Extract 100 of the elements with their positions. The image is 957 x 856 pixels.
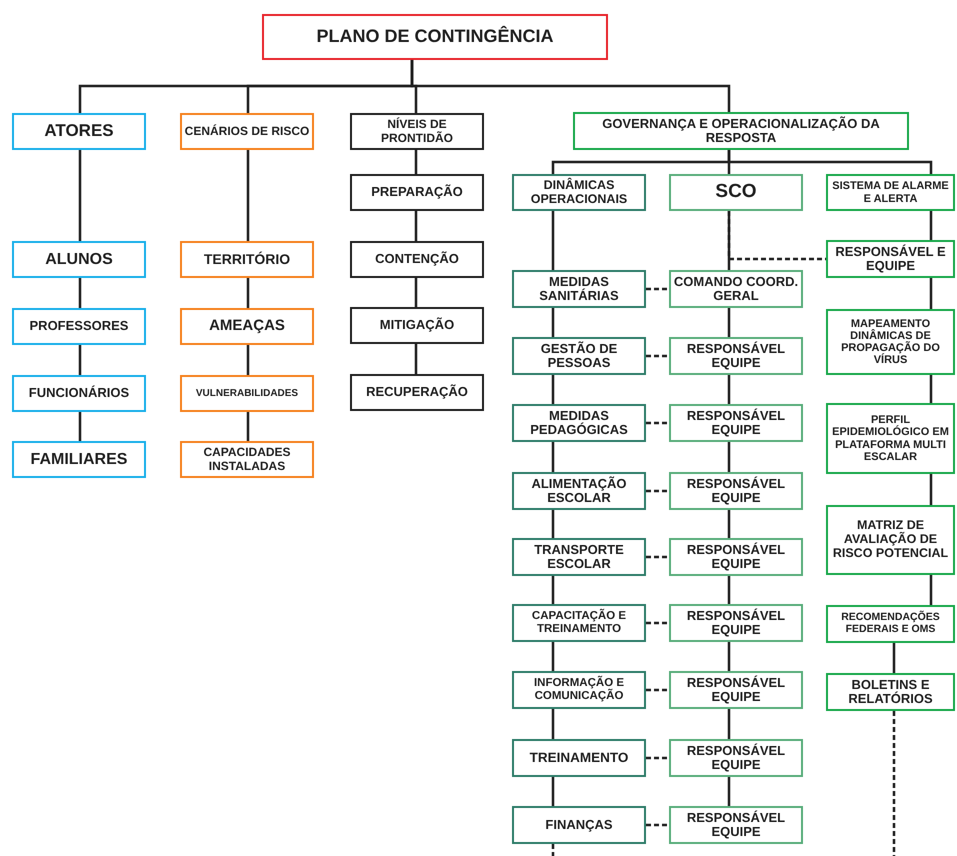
org-box [512, 739, 646, 777]
org-box [512, 806, 646, 844]
connector-line [728, 576, 730, 604]
org-box [826, 505, 955, 575]
box-label: RESPONSÁVEL EQUIPE [686, 408, 786, 438]
title-box [262, 14, 608, 60]
dashed-connector [646, 354, 669, 358]
org-box [669, 604, 803, 642]
org-box [350, 113, 484, 150]
box-label: SCO [715, 182, 757, 203]
connector-line [78, 278, 82, 308]
connector-line [552, 777, 554, 806]
box-label: RESPONSÁVEL EQUIPE [686, 608, 786, 638]
connector-line [552, 211, 554, 270]
connector-line [552, 709, 554, 739]
org-box [180, 308, 314, 345]
box-label: FUNCIONÁRIOS [28, 386, 130, 401]
connector-line [930, 211, 932, 240]
org-box [826, 403, 955, 474]
org-box [12, 441, 146, 478]
org-box [669, 739, 803, 777]
connector-line [892, 643, 896, 673]
connector-line [552, 375, 554, 404]
box-label: PERFIL EPIDEMIOLÓGICO EM PLATAFORMA MULTI ESCALAR [831, 414, 950, 463]
box-label: DINÂMICAS OPERACIONAIS [530, 178, 628, 206]
connector-line [552, 510, 554, 538]
box-label: GOVERNANÇA E OPERACIONALIZAÇÃO DA RESPOSTA [601, 116, 881, 146]
connector-line [246, 345, 250, 375]
org-box [669, 337, 803, 375]
box-label: PROFESSORES [30, 319, 128, 334]
box-label: GESTÃO DE PESSOAS [540, 342, 618, 370]
org-box [669, 806, 803, 844]
org-box [512, 671, 646, 709]
org-box [12, 375, 146, 412]
box-label: MEDIDAS PEDAGÓGICAS [529, 408, 629, 438]
box-label: BOLETINS E RELATÓRIOS [847, 678, 934, 706]
box-label: RESPONSÁVEL EQUIPE [686, 744, 786, 772]
box-label: FAMILIARES [30, 450, 128, 468]
org-box [826, 174, 955, 211]
connector-line [930, 575, 932, 605]
box-label: CAPACITAÇÃO E TREINAMENTO [530, 610, 628, 636]
org-box [350, 174, 484, 211]
connector-line [930, 474, 932, 505]
connector-line [728, 375, 730, 404]
org-box [180, 441, 314, 478]
box-label: ATORES [44, 122, 114, 141]
connector-line [414, 150, 418, 174]
org-box [12, 113, 146, 150]
dashed-connector [646, 422, 669, 424]
connector-line [552, 642, 554, 671]
box-label: MITIGAÇÃO [380, 318, 454, 333]
connector-line [728, 642, 730, 671]
dashed-connector [892, 711, 896, 856]
connector-line [414, 344, 418, 374]
connector-line [930, 278, 932, 309]
org-box [669, 671, 803, 709]
org-box [826, 605, 955, 643]
connector-line [552, 576, 554, 604]
box-label: RECUPERAÇÃO [366, 385, 468, 400]
connector-line [728, 709, 730, 739]
box-label: TERRITÓRIO [204, 252, 290, 268]
dashed-connector [646, 490, 669, 492]
dashed-connector [646, 288, 669, 290]
org-box [350, 241, 484, 278]
org-box [180, 375, 314, 412]
box-label: TRANSPORTE ESCOLAR [533, 542, 625, 572]
box-label: PREPARAÇÃO [371, 185, 463, 200]
box-label: RECOMENDAÇÕES FEDERAIS E OMS [840, 612, 941, 636]
connector-line [728, 442, 730, 472]
connector-line [78, 412, 82, 441]
connector-line [246, 278, 250, 308]
dashed-connector [646, 622, 669, 624]
connector-line [246, 150, 250, 241]
box-label: MATRIZ DE AVALIAÇÃO DE RISCO POTENCIAL [832, 519, 950, 561]
box-label: ALUNOS [45, 250, 113, 268]
dashed-connector [552, 844, 554, 856]
box-label: NÍVEIS DE PRONTIDÃO [380, 118, 454, 145]
connector-line [728, 777, 730, 806]
box-label: RESPONSÁVEL EQUIPE [686, 542, 786, 572]
box-label: FINANÇAS [545, 818, 613, 832]
dashed-connector [646, 824, 669, 826]
connector-line [728, 510, 730, 538]
box-label: RESPONSÁVEL E EQUIPE [834, 244, 947, 274]
dashed-connector [728, 211, 826, 260]
org-box [573, 112, 909, 150]
org-box [669, 404, 803, 442]
org-box [512, 604, 646, 642]
org-box [512, 337, 646, 375]
org-box [512, 538, 646, 576]
org-box [826, 309, 955, 375]
connector-line [78, 345, 82, 375]
org-box [826, 240, 955, 278]
box-label: CONTENÇÃO [375, 252, 459, 267]
org-box [512, 404, 646, 442]
dashed-connector [646, 556, 669, 558]
box-label: INFORMAÇÃO E COMUNICAÇÃO [532, 677, 626, 703]
connector-line [246, 412, 250, 441]
box-label: COMANDO COORD. GERAL [673, 274, 799, 304]
org-box [669, 538, 803, 576]
box-label: SISTEMA DE ALARME E ALERTA [831, 180, 950, 205]
